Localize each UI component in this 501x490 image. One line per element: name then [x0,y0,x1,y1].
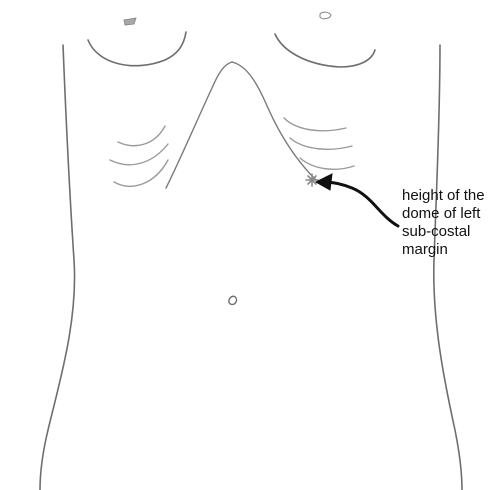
left-rib-line-1 [118,126,165,146]
annotation-arrow-line [324,182,398,226]
right-rib-line-1 [284,118,346,131]
left-breast-curve [88,32,186,66]
navel-mark [229,296,237,304]
annotation-label: height of the dome of left sub-costal ma… [402,187,498,259]
annotation-arrow-head [316,174,332,190]
annotation-line-2: dome of left [402,205,498,223]
right-breast-curve [275,34,375,67]
left-rib-line-2 [110,144,168,165]
right-rib-line-3 [300,158,354,169]
subcostal-arch-right [232,62,316,180]
right-torso-outline [434,45,462,490]
annotation-line-3: sub-costal [402,223,498,241]
right-nipple-mark [320,12,331,19]
right-rib-line-2 [290,138,352,149]
annotation-line-1: height of the [402,187,498,205]
left-torso-outline [40,45,75,490]
annotation-line-4: margin [402,241,498,259]
subcostal-dome-marker [306,174,318,186]
subcostal-arch-left [166,62,232,188]
left-nipple-mark [124,18,136,25]
